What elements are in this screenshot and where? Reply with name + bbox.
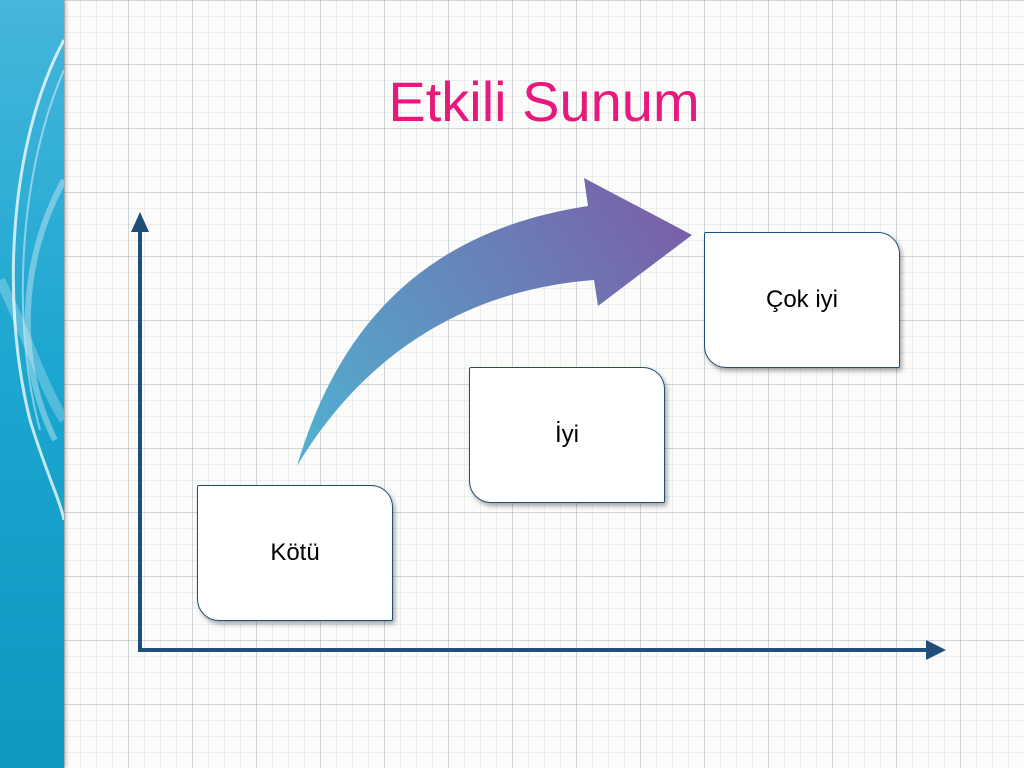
slide-title: Etkili Sunum xyxy=(388,70,700,133)
level-label-good: İyi xyxy=(555,421,579,448)
level-label-very-good: Çok iyi xyxy=(765,286,838,313)
curved-arrow-icon xyxy=(297,178,692,466)
level-label-bad: Kötü xyxy=(270,539,320,566)
level-box-bad: Kötü xyxy=(197,485,393,621)
axis-arrows-icon xyxy=(131,212,946,660)
level-box-good: İyi xyxy=(469,367,665,503)
decorative-side-band xyxy=(0,0,64,768)
level-box-very-good: Çok iyi xyxy=(704,232,900,368)
